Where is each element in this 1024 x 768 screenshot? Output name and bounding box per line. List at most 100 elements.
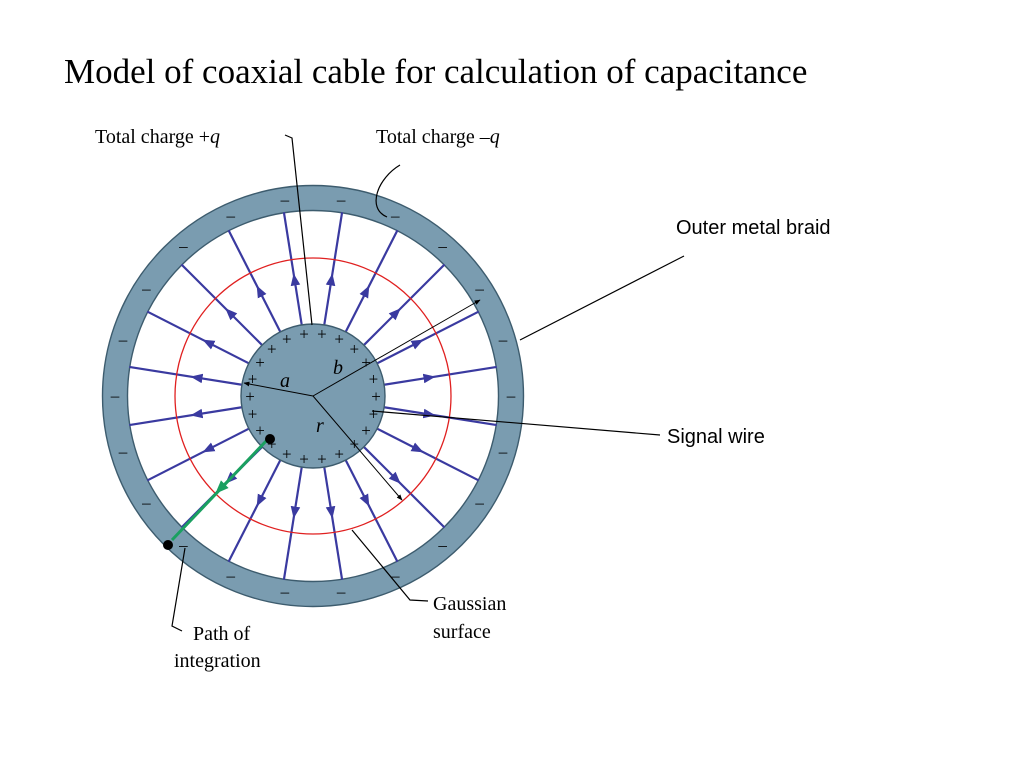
leader-path-integration [171,547,186,632]
minus-charge: – [390,206,400,225]
minus-charge: – [437,236,447,255]
leader-total-charge-neg [375,164,401,218]
field-arrow [410,339,424,350]
radius-r-label: r [316,415,324,437]
plus-charge: + [282,444,292,463]
label-total-charge-pos: Total charge +q [95,126,220,148]
minus-charge: – [280,190,290,209]
minus-charge: – [506,386,516,405]
integration-path [170,437,270,542]
minus-charge: – [178,236,188,255]
minus-charge: – [225,206,235,225]
plus-charge: + [267,435,277,454]
field-arrow [290,505,301,519]
field-arrow [202,442,216,453]
field-arrow [422,408,436,419]
plus-charge: + [245,387,255,406]
field-line [129,406,243,427]
field-arrow [190,408,204,419]
minus-charge: – [110,386,120,405]
minus-charge: – [498,330,508,349]
field-line [282,212,303,326]
label-total-charge-pos-text: Total charge + [95,126,210,148]
radius-a-line [243,381,314,397]
plus-charge: + [371,387,381,406]
plus-charge: + [369,369,379,388]
field-line [383,365,497,386]
plus-charge: + [255,421,265,440]
plus-charge: + [255,353,265,372]
minus-charge: – [336,582,346,601]
plus-charge: + [299,449,309,468]
field-line [323,466,344,580]
label-total-charge-neg: Total charge –q [376,126,500,148]
integration-end-dot [163,540,173,550]
field-line [363,446,446,529]
field-arrow [388,308,401,321]
plus-charge: + [299,325,309,344]
field-line [146,427,250,482]
label-path-line1: Path of [193,623,251,645]
plus-charge: + [361,421,371,440]
field-line [227,459,282,563]
field-arrow [225,308,238,321]
field-arrow [325,273,336,287]
integration-path-arrow [215,479,230,494]
outer-shield-edge-outer [101,184,525,608]
minus-charge: – [141,279,151,298]
gaussian-surface [174,257,452,535]
field-arrow [256,493,267,507]
label-path-line2: integration [174,650,261,672]
field-arrow [256,285,267,299]
minus-charge: – [141,493,151,512]
radius-r-line [312,395,403,501]
field-arrow [422,373,436,384]
leader-signal-wire [371,410,661,436]
plus-charge: + [248,405,258,424]
minus-charge: – [437,536,447,555]
field-line [344,229,399,333]
plus-charge: + [282,330,292,349]
label-total-charge-neg-text: Total charge – [376,126,491,148]
field-arrow [202,339,216,350]
minus-charge: – [336,190,346,209]
label-outer-metal-braid: Outer metal braid [676,217,831,239]
field-line [323,212,344,326]
field-line [180,263,263,346]
field-arrow [325,505,336,519]
minus-charge: – [118,330,128,349]
field-line [129,365,243,386]
label-gaussian-line2: surface [433,621,491,643]
label-charge-symbol-pos: q [210,126,220,148]
plus-charge: + [361,353,371,372]
label-signal-wire: Signal wire [667,426,765,448]
plus-charge: + [248,369,258,388]
field-arrow [410,442,424,453]
plus-charge: + [334,444,344,463]
radius-b-line [312,299,481,397]
plus-charge: + [317,325,327,344]
minus-charge: – [474,279,484,298]
field-line [227,229,282,333]
field-line [282,466,303,580]
minus-charge: – [118,442,128,461]
minus-charge: – [178,536,188,555]
minus-charge: – [225,566,235,585]
plus-charge: + [267,339,277,358]
label-charge-symbol-neg: q [490,126,500,148]
minus-charge: – [280,582,290,601]
minus-charge: – [498,442,508,461]
minus-charge: – [474,493,484,512]
plus-charge: + [334,330,344,349]
slide-title: Model of coaxial cable for calculation o… [64,52,808,91]
field-line [146,310,250,365]
outer-shield-edge-inner [126,209,500,583]
field-line [344,459,399,563]
integration-start-dot [265,434,275,444]
field-arrow [388,471,401,484]
plus-charge: + [369,405,379,424]
field-arrow [290,273,301,287]
leader-gaussian [351,529,429,602]
plus-charge: + [349,339,359,358]
